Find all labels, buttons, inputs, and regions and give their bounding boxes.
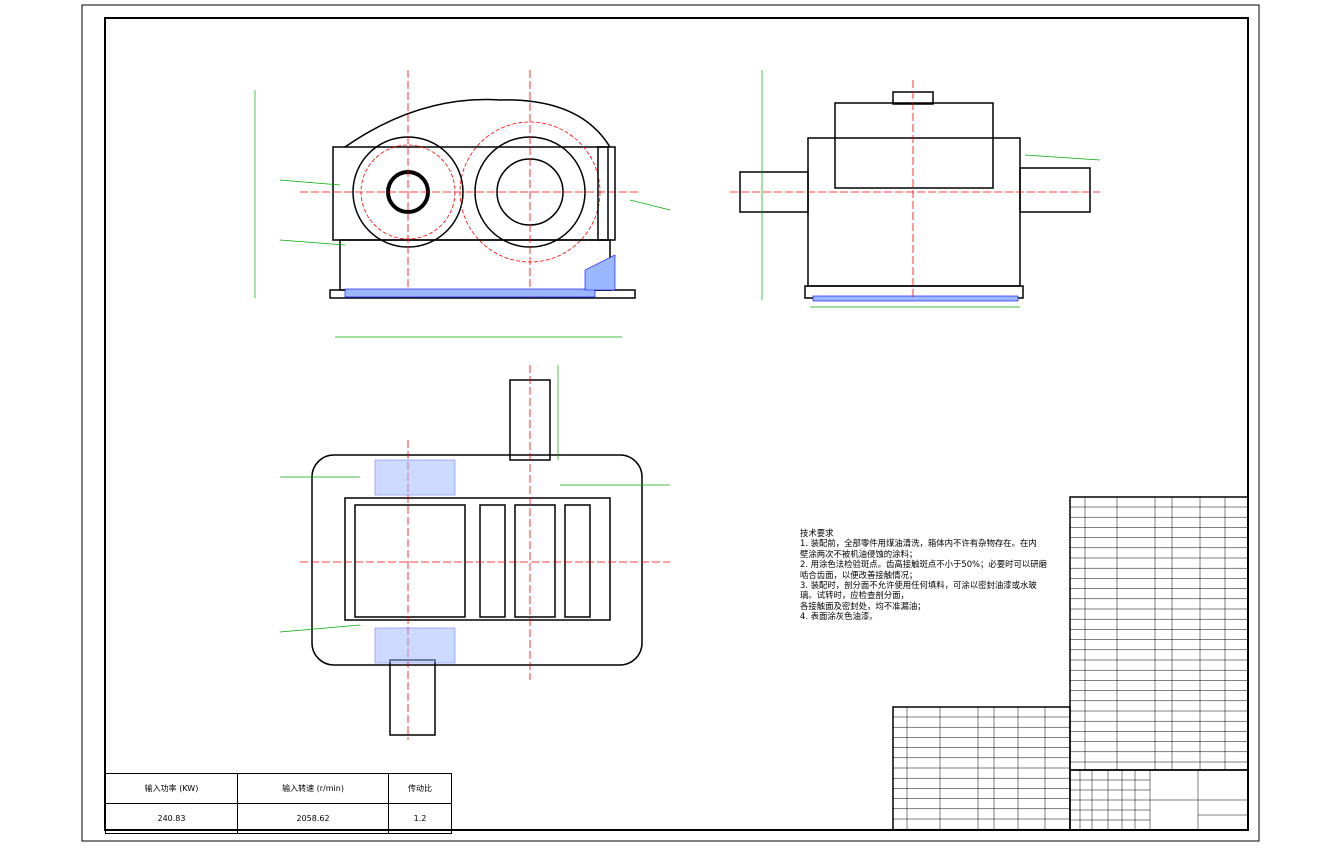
tech-line: 3. 装配时，剖分面不允许使用任何填料，可涂以密封油漆或水玻	[800, 580, 1037, 591]
technical-requirements: 技术要求 1. 装配前，全部零件用煤油清洗，箱体内不许有杂物存在。在内 壁涂两次…	[800, 528, 1065, 622]
header-input-speed: 输入转速 (r/min)	[236, 773, 390, 804]
side-view	[730, 70, 1101, 308]
front-view	[254, 70, 671, 338]
tech-line: 2. 用涂色法检验斑点。齿高接触斑点不小于50%；必要时可以研磨	[800, 559, 1048, 570]
drawing-frame	[104, 17, 1249, 831]
tech-line: 璃。试转时，应检查剖分面，	[800, 590, 909, 601]
tech-line: 4. 表面涂灰色油漆。	[800, 611, 878, 622]
header-input-power: 输入功率 (KW)	[105, 773, 238, 804]
value-input-speed: 2058.62	[236, 803, 390, 834]
top-view	[279, 365, 670, 740]
outer-border	[81, 4, 1260, 842]
tech-title: 技术要求	[800, 528, 834, 538]
tech-line: 壁涂两次不被机油侵蚀的涂料；	[800, 548, 918, 559]
tech-line: 1. 装配前，全部零件用煤油清洗，箱体内不许有杂物存在。在内	[800, 538, 1037, 549]
value-ratio: 1.2	[388, 803, 452, 834]
header-ratio: 传动比	[388, 773, 452, 804]
parameters-table: 输入功率 (KW) 输入转速 (r/min) 传动比 240.83 2058.6…	[105, 773, 452, 834]
value-input-power: 240.83	[105, 803, 238, 834]
tech-line: 各接触面及密封处，均不准漏油；	[800, 600, 926, 611]
tech-line: 啮合齿面，以便改善接触情况；	[800, 569, 918, 580]
